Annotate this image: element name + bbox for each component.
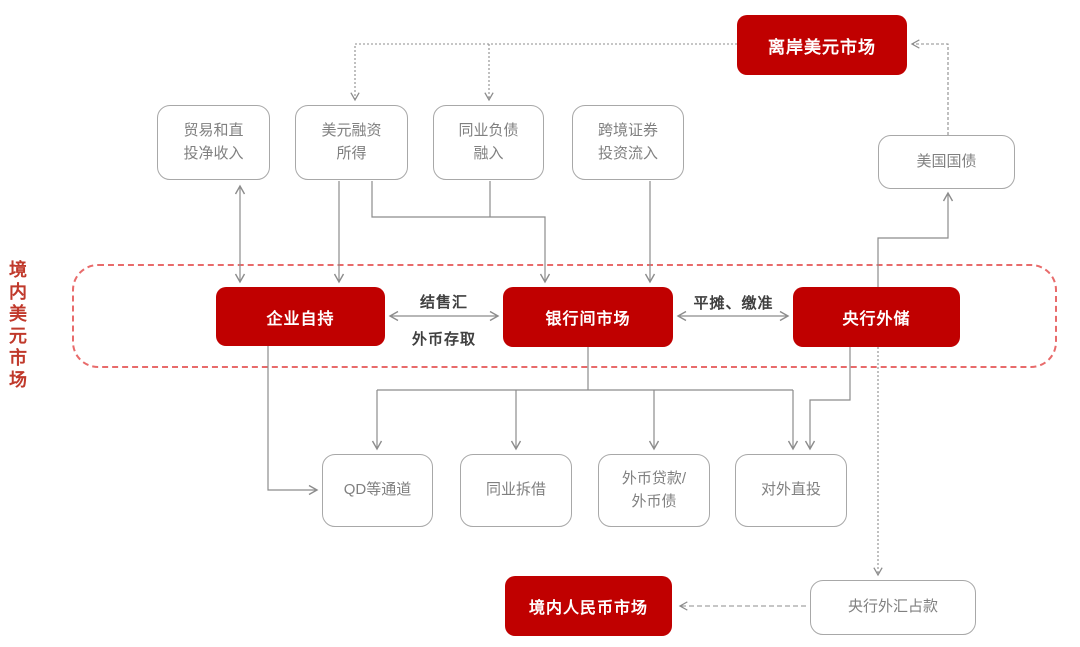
- edge-label-fx-deposit: 外币存取: [411, 331, 476, 348]
- node-domestic-rmb-market-label: 境内人民币市场: [528, 600, 648, 617]
- node-corporate-holdings: 企业自持: [216, 287, 385, 346]
- node-qd-channels-label: QD等通道: [343, 481, 412, 499]
- node-trade-income-line1: 贸易和直: [183, 122, 244, 139]
- edge-corporate-qd: [267, 346, 319, 496]
- node-offshore-usd-market-label: 离岸美元市场: [768, 37, 876, 57]
- node-fx-loans-line1: 外币贷款/: [621, 470, 687, 487]
- edge-ustreasury-offshore: [910, 39, 949, 135]
- node-interbank-lending: 同业拆借: [460, 454, 572, 527]
- node-cb-reserves: 央行外储: [793, 287, 960, 347]
- edge-usdfin-interbankmkt: [371, 181, 551, 284]
- node-interbank-liabilities: 同业负债 融入: [433, 105, 544, 180]
- node-usd-financing-line1: 美元融资: [321, 122, 382, 139]
- node-fx-loans: 外币贷款/ 外币债: [598, 454, 710, 527]
- node-cross-border-securities-line2: 投资流入: [597, 144, 658, 162]
- node-cb-reserves-label: 央行外储: [842, 311, 911, 328]
- node-qd-channels: QD等通道: [322, 454, 433, 527]
- domestic-usd-market-side-label: 境内美元市场: [7, 260, 27, 392]
- node-interbank-market: 银行间市场: [503, 287, 673, 347]
- node-offshore-usd-market: 离岸美元市场: [737, 15, 907, 75]
- node-usd-financing: 美元融资 所得: [295, 105, 408, 180]
- node-corporate-holdings-label: 企业自持: [266, 310, 335, 328]
- edge-interbankmkt-trunk: [377, 347, 793, 391]
- edge-label-settlement: 结售汇: [419, 294, 468, 311]
- node-interbank-liabilities-line1: 同业负债: [458, 122, 519, 139]
- edge-label-squaring-reserve: 平摊、缴准: [693, 295, 774, 312]
- node-outbound-direct-investment: 对外直投: [735, 454, 847, 527]
- node-us-treasury-label: 美国国债: [916, 152, 977, 170]
- node-domestic-rmb-market: 境内人民币市场: [505, 576, 672, 636]
- node-cb-fx-position-label: 央行外汇占款: [847, 598, 938, 616]
- node-us-treasury: 美国国债: [878, 135, 1015, 189]
- edge-cbreserves-ustreasury: [877, 191, 954, 287]
- edge-cbreserves-odi: [804, 347, 851, 451]
- node-trade-income-line2: 投净收入: [183, 144, 244, 162]
- node-outbound-direct-investment-label: 对外直投: [760, 481, 821, 499]
- node-usd-financing-line2: 所得: [336, 144, 367, 162]
- node-fx-loans-line2: 外币债: [631, 492, 677, 510]
- edge-offshore-usdfin: [350, 43, 737, 102]
- node-cross-border-securities-line1: 跨境证券: [597, 122, 658, 139]
- node-cb-fx-position: 央行外汇占款: [810, 580, 976, 635]
- node-interbank-lending-label: 同业拆借: [485, 481, 546, 499]
- node-trade-income: 贸易和直 投净收入: [157, 105, 270, 180]
- domestic-usd-market-region: [72, 264, 1057, 368]
- node-interbank-liabilities-line2: 融入: [473, 144, 504, 162]
- node-cross-border-securities: 跨境证券 投资流入: [572, 105, 684, 180]
- node-interbank-market-label: 银行间市场: [545, 311, 631, 328]
